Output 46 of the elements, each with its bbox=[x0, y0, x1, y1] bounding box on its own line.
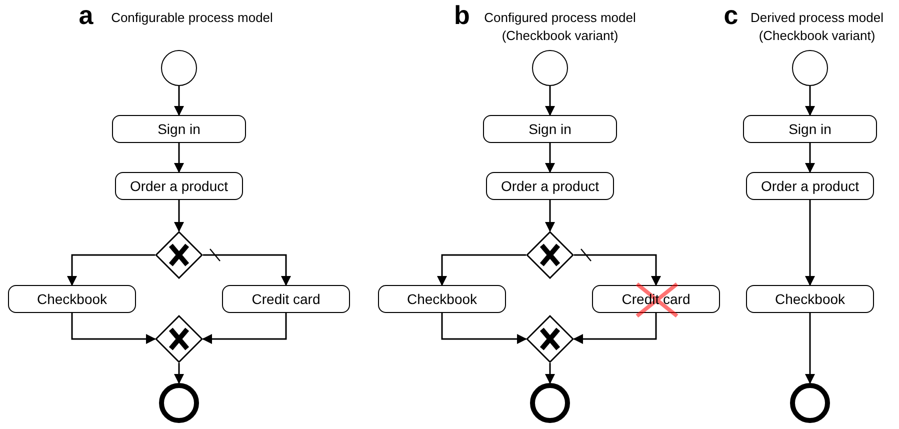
panel-letter: c bbox=[722, 2, 740, 28]
task-box bbox=[222, 285, 350, 313]
arrow bbox=[805, 143, 815, 173]
arrow bbox=[174, 200, 184, 232]
task-label: Order a product bbox=[130, 179, 228, 193]
task-box bbox=[743, 115, 877, 143]
arrow bbox=[805, 313, 815, 384]
task-box bbox=[378, 285, 506, 313]
task-box bbox=[115, 172, 243, 200]
arrow bbox=[174, 143, 184, 173]
arrow bbox=[545, 143, 555, 173]
arrow bbox=[805, 200, 815, 286]
arrow bbox=[441, 313, 527, 344]
task-label: Credit card bbox=[252, 292, 320, 306]
panel-title: Configured process model (Checkbook variant) bbox=[483, 9, 637, 45]
task-box bbox=[486, 172, 614, 200]
panel-letter: b bbox=[453, 2, 471, 28]
panel-title: Configurable process model bbox=[110, 9, 274, 27]
arrow bbox=[174, 86, 184, 116]
task-box bbox=[483, 115, 617, 143]
task-label: Sign in bbox=[788, 122, 832, 136]
arrow bbox=[573, 313, 657, 344]
arrow bbox=[202, 313, 287, 344]
task-label: Checkbook bbox=[406, 292, 478, 306]
task-label: Order a product bbox=[500, 179, 600, 193]
arrow bbox=[203, 254, 291, 286]
panel-title: Derived process model (Checkbook variant) bbox=[750, 9, 884, 45]
arrow bbox=[545, 200, 555, 232]
arrow bbox=[67, 254, 155, 286]
task-box bbox=[746, 172, 874, 200]
task-label: Checkbook bbox=[774, 292, 846, 306]
task-label: Order a product bbox=[760, 179, 860, 193]
arrow bbox=[545, 86, 555, 116]
arrow bbox=[174, 363, 184, 384]
task-box bbox=[8, 285, 136, 313]
arrow bbox=[71, 313, 156, 344]
arrow bbox=[805, 86, 815, 116]
panel-letter: a bbox=[78, 2, 94, 28]
arrow bbox=[574, 254, 661, 286]
task-label: Sign in bbox=[528, 122, 572, 136]
arrow bbox=[437, 254, 526, 286]
task-box bbox=[746, 285, 874, 313]
task-label: Sign in bbox=[158, 122, 200, 136]
arrow bbox=[545, 363, 555, 384]
task-box bbox=[112, 115, 246, 143]
task-label: Checkbook bbox=[36, 292, 108, 306]
